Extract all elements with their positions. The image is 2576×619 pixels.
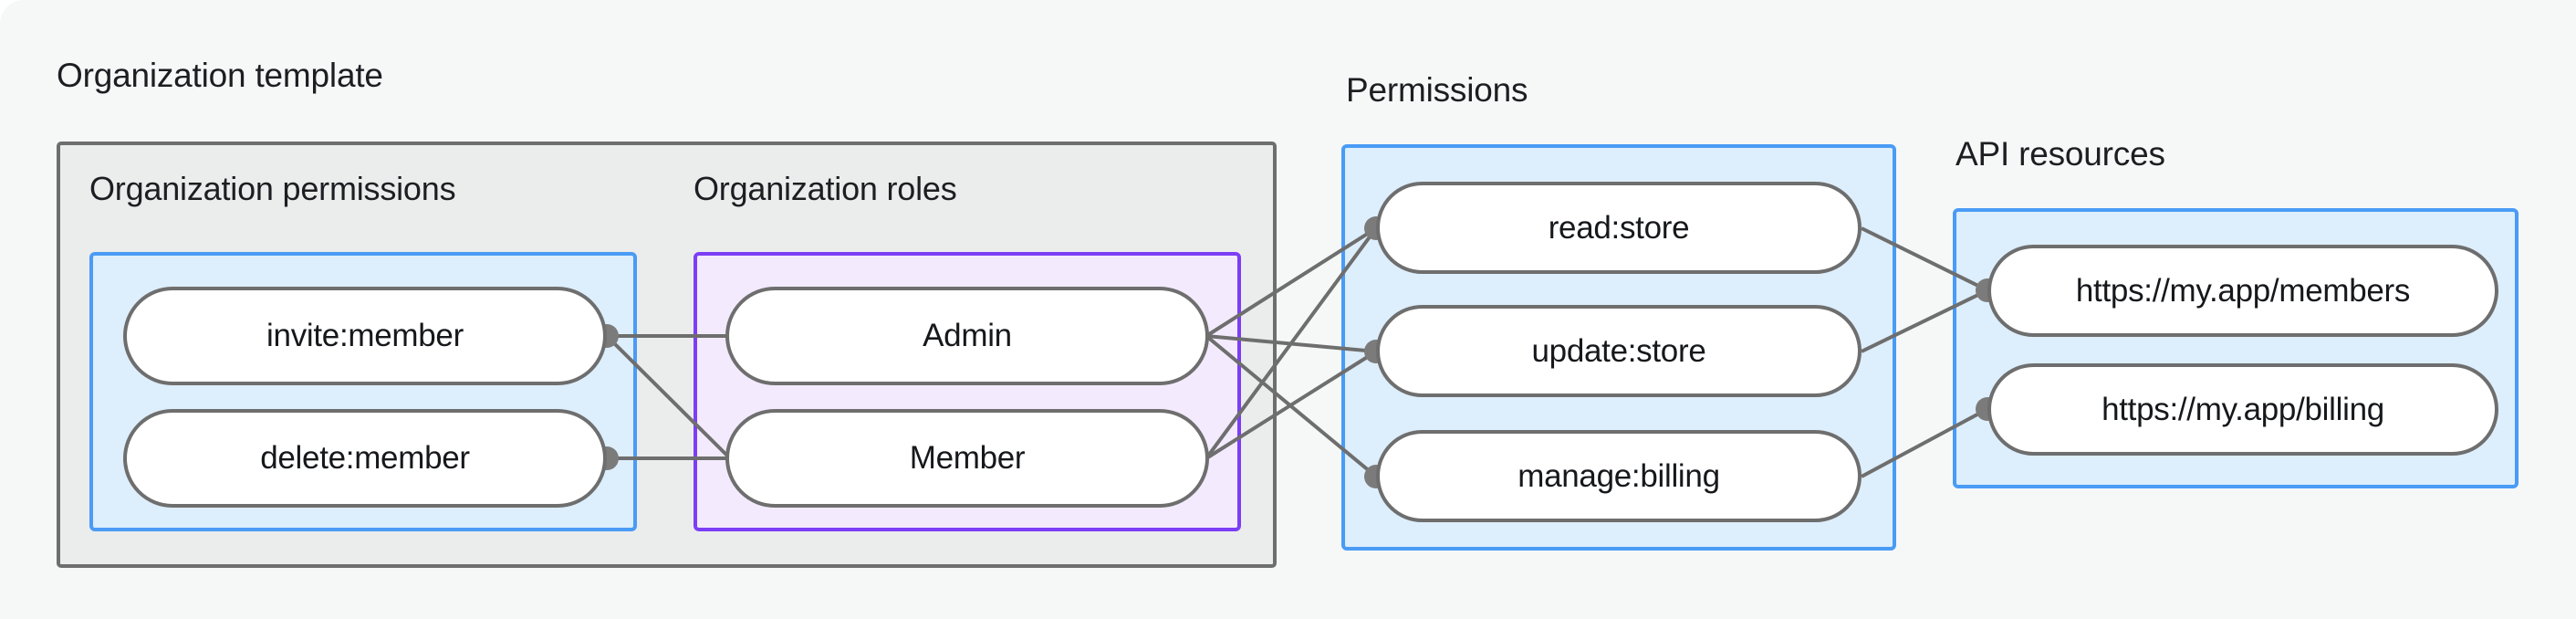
- node-role-member[interactable]: Member: [725, 409, 1209, 508]
- organization-template-title: Organization template: [57, 57, 383, 94]
- node-read-store[interactable]: read:store: [1376, 182, 1862, 274]
- node-delete-member[interactable]: delete:member: [123, 409, 607, 508]
- node-update-store[interactable]: update:store: [1376, 305, 1862, 397]
- organization-permissions-title: Organization permissions: [89, 170, 456, 207]
- organization-roles-title: Organization roles: [694, 170, 957, 207]
- api-resources-title: API resources: [1955, 135, 2165, 173]
- permissions-title: Permissions: [1346, 71, 1528, 109]
- node-invite-member[interactable]: invite:member: [123, 287, 607, 385]
- node-role-admin[interactable]: Admin: [725, 287, 1209, 385]
- node-api-members[interactable]: https://my.app/members: [1987, 245, 2498, 337]
- node-manage-billing[interactable]: manage:billing: [1376, 430, 1862, 522]
- node-api-billing[interactable]: https://my.app/billing: [1987, 363, 2498, 456]
